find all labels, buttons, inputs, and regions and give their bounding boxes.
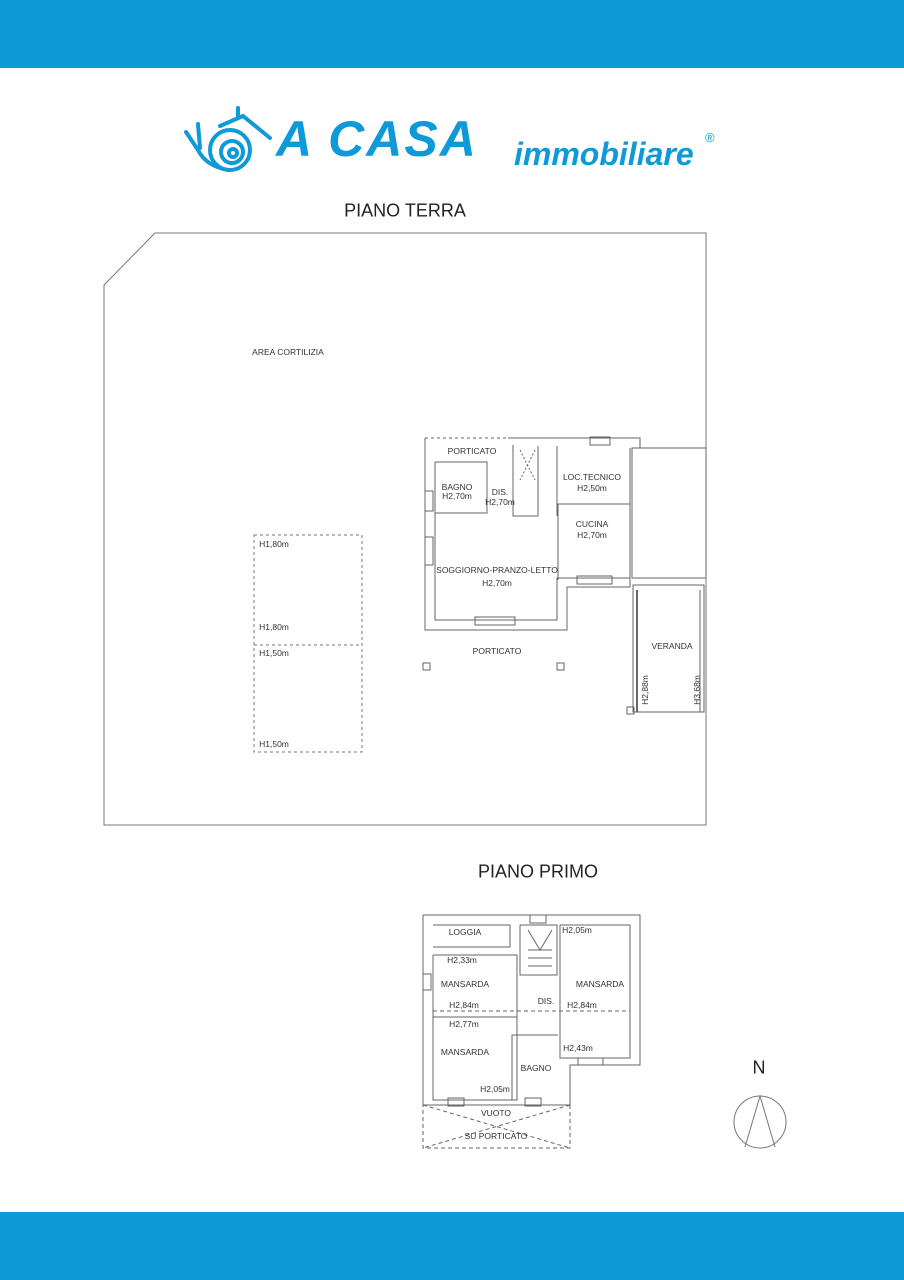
attic1-height-top: H2,33m [447, 955, 477, 965]
porch-bottom-label: PORTICATO [472, 646, 522, 656]
veranda-label: VERANDA [651, 641, 693, 651]
kitchen-label: CUCINA [575, 519, 609, 529]
veranda-height-2: H3,68m [692, 675, 702, 705]
attic3-label: MANSARDA [575, 979, 625, 989]
shed-height-3: H1,50m [259, 648, 289, 658]
courtyard-label: AREA CORTILIZIA [252, 347, 324, 357]
ground-floor-title: PIANO TERRA [344, 200, 466, 221]
attic1-height-mid: H2,84m [449, 1000, 479, 1010]
brand-name: A CASA [276, 111, 478, 167]
loggia-label: LOGGIA [448, 927, 482, 937]
attic3-height-mid: H2,84m [567, 1000, 597, 1010]
shed-outline [253, 534, 363, 753]
brand-subtitle: immobiliare [514, 136, 694, 172]
bath-height: H2,70m [442, 491, 472, 501]
shed-height-4: H1,50m [259, 739, 289, 749]
attic1-label: MANSARDA [440, 979, 490, 989]
compass-north-label: N [752, 1057, 766, 1078]
north-compass-icon [733, 1094, 787, 1149]
courtyard-boundary [103, 232, 707, 826]
veranda-height-1: H2,88m [640, 675, 650, 705]
bath-label: BAGNO [441, 482, 473, 492]
bottom-banner [0, 1212, 904, 1280]
void-label: VUOTO [480, 1108, 512, 1118]
snail-house-icon [184, 106, 272, 172]
attic2-label: MANSARDA [440, 1047, 490, 1057]
porch-top-label: PORTICATO [447, 446, 497, 456]
void-sub-label: SU PORTICATO [464, 1131, 528, 1141]
ground-floor-walls [422, 436, 707, 715]
brand-logo: A CASA immobiliare ® [178, 100, 723, 180]
registered-mark: ® [705, 130, 715, 145]
bath-label-first: BAGNO [520, 1063, 552, 1073]
first-floor-title: PIANO PRIMO [477, 861, 599, 882]
attic2-height-bottom: H2,05m [480, 1084, 510, 1094]
living-height: H2,70m [482, 578, 512, 588]
attic3-height-bottom: H2,43m [563, 1043, 593, 1053]
tech-room-height: H2,50m [577, 483, 607, 493]
shed-height-1: H1,80m [259, 539, 289, 549]
living-label: SOGGIORNO-PRANZO-LETTO [436, 565, 558, 575]
top-banner [0, 0, 904, 68]
tech-room-label: LOC.TECNICO [562, 472, 622, 482]
shed-height-2: H1,80m [259, 622, 289, 632]
kitchen-height: H2,70m [577, 530, 607, 540]
first-floor-walls [422, 914, 641, 1149]
attic2-height-top: H2,77m [449, 1019, 479, 1029]
hall-label-first: DIS. [537, 996, 555, 1006]
attic3-height-top: H2,05m [562, 925, 592, 935]
hall-height: H2,70m [485, 497, 515, 507]
hall-label: DIS. [491, 487, 509, 497]
